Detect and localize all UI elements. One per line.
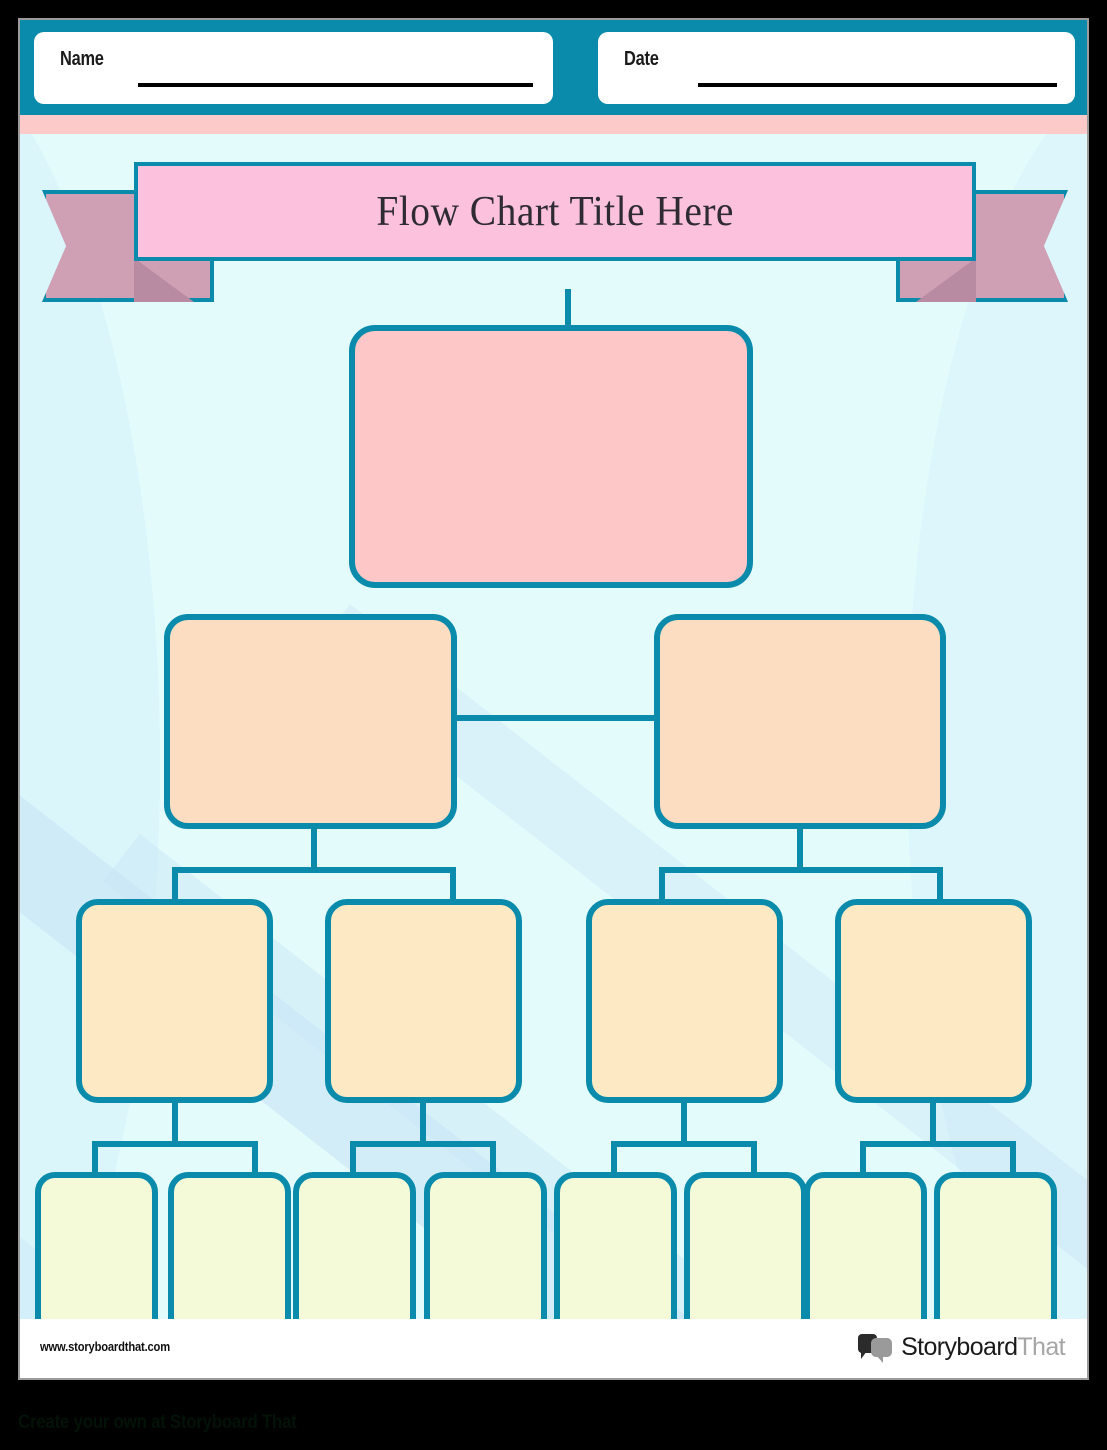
connector-l4f-drop	[751, 1141, 757, 1177]
connector-l3a-stem	[172, 1099, 178, 1147]
name-field-card[interactable]: Name	[34, 32, 553, 104]
flow-chart-title: Flow Chart Title Here	[376, 188, 734, 235]
connector-l4c-drop	[350, 1141, 356, 1177]
name-label: Name	[60, 48, 104, 70]
connector-l1-bus	[329, 715, 807, 721]
date-field-card[interactable]: Date	[598, 32, 1075, 104]
connector-l2b-stem	[797, 825, 803, 873]
logo-secondary-text: That	[1017, 1332, 1065, 1361]
flow-node-level4-g[interactable]	[804, 1172, 927, 1319]
connector-l2a-bus	[172, 867, 456, 873]
date-label: Date	[624, 48, 659, 70]
storyboardthat-logo[interactable]: StoryboardThat	[858, 1332, 1066, 1363]
flow-node-level2-right[interactable]	[654, 614, 946, 829]
connector-l4h-drop	[1010, 1141, 1016, 1177]
connector-l3c-stem	[681, 1099, 687, 1147]
worksheet-body: Flow Chart Title Here	[20, 134, 1087, 1319]
flow-node-level4-a[interactable]	[35, 1172, 158, 1319]
speech-bubbles-icon	[858, 1332, 894, 1363]
worksheet-page: Name Date Flow Chart Title Here	[18, 18, 1089, 1380]
connector-l3c-drop	[659, 867, 665, 905]
connector-l3b-stem	[420, 1099, 426, 1147]
logo-primary-text: Storyboard	[901, 1332, 1018, 1361]
flow-node-level4-h[interactable]	[934, 1172, 1057, 1319]
flow-node-level3-a[interactable]	[76, 899, 273, 1103]
header-band: Name Date	[20, 20, 1087, 115]
flow-node-level3-d[interactable]	[835, 899, 1032, 1103]
flow-node-level4-f[interactable]	[684, 1172, 807, 1319]
connector-l4d-drop	[490, 1141, 496, 1177]
connector-l3a-drop	[172, 867, 178, 905]
connector-l3a-bus	[92, 1141, 258, 1147]
flow-node-level2-left[interactable]	[164, 614, 457, 829]
flow-node-level1[interactable]	[349, 325, 753, 588]
connector-l4a-drop	[92, 1141, 98, 1177]
ribbon-center-panel[interactable]: Flow Chart Title Here	[134, 162, 976, 261]
pink-divider-strip	[20, 115, 1087, 134]
date-write-line[interactable]	[698, 83, 1057, 87]
name-write-line[interactable]	[138, 83, 533, 87]
footer-url[interactable]: www.storyboardthat.com	[40, 1339, 170, 1354]
connector-l4e-drop	[611, 1141, 617, 1177]
connector-l3d-stem	[930, 1099, 936, 1147]
flow-node-level3-b[interactable]	[325, 899, 522, 1103]
flow-node-level3-c[interactable]	[586, 899, 783, 1103]
flow-node-level4-d[interactable]	[424, 1172, 547, 1319]
flow-node-level4-e[interactable]	[554, 1172, 677, 1319]
flow-node-level4-c[interactable]	[293, 1172, 416, 1319]
connector-l2b-bus	[659, 867, 943, 873]
connector-l3b-bus	[350, 1141, 496, 1147]
connector-l3c-bus	[611, 1141, 757, 1147]
create-your-own-caption: Create your own at Storyboard That	[18, 1412, 297, 1433]
connector-l4g-drop	[860, 1141, 866, 1177]
connector-l4b-drop	[252, 1141, 258, 1177]
flow-node-level4-b[interactable]	[168, 1172, 291, 1319]
page-footer: www.storyboardthat.com StoryboardThat	[20, 1319, 1087, 1378]
connector-l3d-bus	[860, 1141, 1016, 1147]
connector-l2a-stem	[311, 825, 317, 873]
connector-l3d-drop	[937, 867, 943, 905]
connector-l3b-drop	[450, 867, 456, 905]
title-ribbon: Flow Chart Title Here	[42, 162, 1068, 302]
